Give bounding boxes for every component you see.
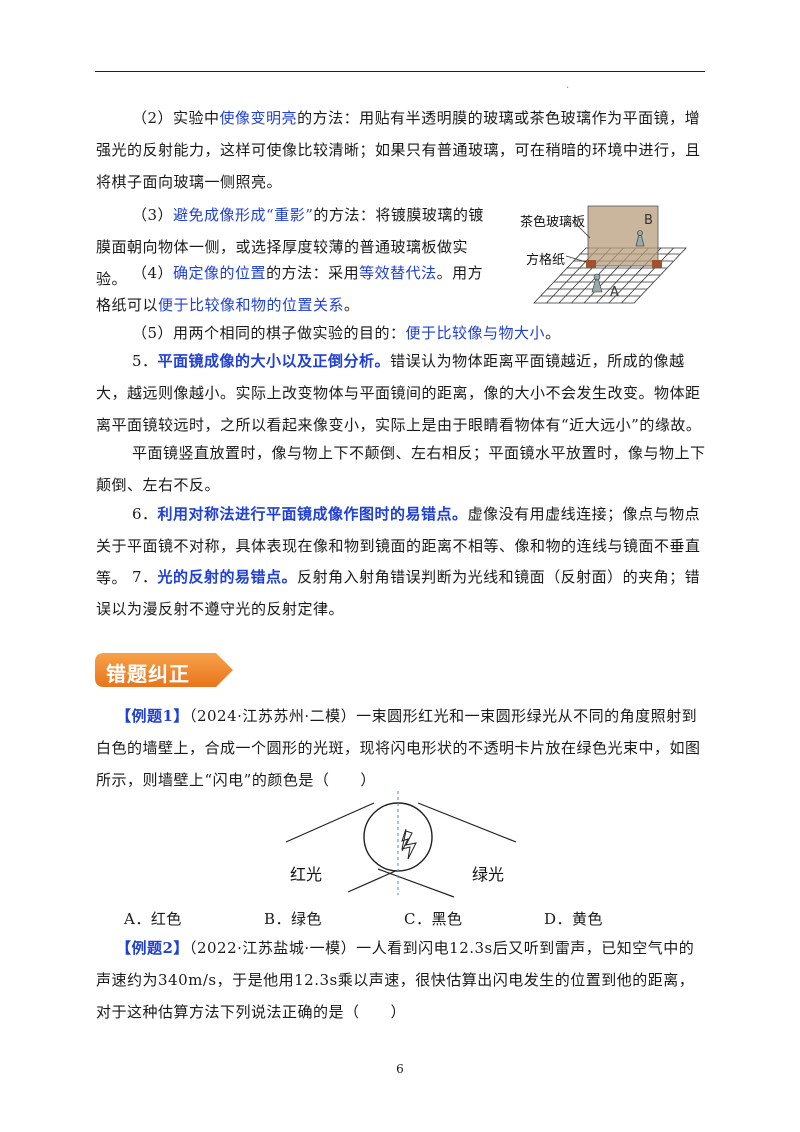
example-text: （2022·江苏盐城·一模）一人看到闪电12.3s后又听到雷声，已知空气中的声速… [96, 939, 695, 1021]
red-beam-bottom [347, 868, 401, 893]
option-c[interactable]: C．黑色 [404, 910, 463, 928]
chess-piece-a [591, 273, 603, 293]
mirror-experiment-figure: 茶色玻璃板 方格纸 B A [520, 205, 687, 304]
item-number: 6． [132, 505, 158, 523]
example-text: （2024·江苏苏州·二模）一束圆形红光和一束圆形绿光从不同的角度照射到白色的墙… [96, 707, 701, 789]
text: 的方法：用贴有半透明膜的玻璃或茶色玻璃作为平面镜，增强光的反射能力，这样可使像比… [96, 109, 701, 191]
light-spot-circle [363, 802, 433, 872]
text: 。 [545, 324, 561, 342]
label-green-light: 绿光 [472, 865, 504, 884]
pointer-line-paper [565, 255, 587, 263]
text: 的方法：将镀膜玻璃的镀膜面朝向物体一侧，或选择厚度较薄的普通玻璃板做实验。 [96, 206, 484, 288]
item-5-extra: 平面镜竖直放置时，像与物上下不颠倒、左右相反；平面镜水平放置时，像与物上下颠倒、… [96, 444, 706, 494]
red-beam-top [285, 802, 375, 843]
text: 的方法：采用 [266, 264, 360, 282]
text: 。 [344, 296, 360, 314]
lightning-shadow-icon [401, 828, 409, 852]
label-glass: 茶色玻璃板 [520, 214, 585, 230]
item-body: 虚像没有用虚线连接；像点与物点关于平面镜不对称，具体表现在像和物到镜面的距离不相… [96, 505, 701, 587]
item-heading: 平面镜成像的大小以及正倒分析。 [157, 352, 391, 370]
text: （2）实验中 [132, 109, 220, 127]
option-b[interactable]: B．绿色 [264, 910, 323, 928]
paragraph-method-locate-image: （4）确定像的位置的方法：采用等效替代法。用方格纸可以便于比较像和物的位置关系。 [96, 257, 496, 321]
text: 。用方格纸可以 [96, 264, 484, 314]
example-tag: 【例题2】 [116, 939, 189, 957]
item-heading: 利用对称法进行平面镜成像作图时的易错点。 [157, 505, 468, 523]
example-tag: 【例题1】 [116, 707, 189, 725]
item-5: 5．平面镜成像的大小以及正倒分析。错误认为物体距离平面镜越近，所成的像越大，越远… [96, 345, 706, 441]
label-paper: 方格纸 [526, 252, 565, 268]
green-beam-bottom [377, 868, 455, 898]
item-6: 6．利用对称法进行平面镜成像作图时的易错点。虚像没有用虚线连接；像点与物点关于平… [96, 498, 706, 594]
item-heading: 光的反射的易错点。 [157, 568, 298, 586]
highlight: 便于比较像与物大小 [405, 324, 546, 342]
header-mark: . [566, 80, 570, 91]
highlight: 避免成像形成“重影” [173, 206, 314, 224]
text: （4） [132, 264, 174, 282]
item-number: 5． [132, 352, 158, 370]
paragraph-method-avoid-double-image: （3）避免成像形成“重影”的方法：将镀膜玻璃的镀膜面朝向物体一侧，或选择厚度较薄… [96, 199, 496, 295]
page-number: 6 [396, 1062, 404, 1076]
chess-piece-b [635, 230, 645, 247]
highlight: 使像变明亮 [219, 109, 298, 127]
highlight: 等效替代法 [359, 264, 437, 282]
text: （3） [132, 206, 174, 224]
brown-glass-plate [586, 205, 662, 268]
label-red-light: 红光 [290, 865, 322, 884]
item-7: 7．光的反射的易错点。反射角入射角错误判断为光线和镜面（反射面）的夹角；错误以为… [96, 561, 706, 625]
highlight: 便于比较像和物的位置关系 [158, 296, 345, 314]
example-1-question: 【例题1】（2024·江苏苏州·二模）一束圆形红光和一束圆形绿光从不同的角度照射… [96, 700, 706, 796]
light-beams-figure: 红光 绿光 [285, 791, 517, 898]
item-number: 7． [132, 568, 158, 586]
highlight: 确定像的位置 [173, 264, 267, 282]
pointer-line-glass [571, 219, 591, 239]
header-rule [95, 71, 705, 72]
section-badge-shape [95, 653, 233, 687]
label-a: A [610, 285, 619, 300]
paragraph-purpose-two-pieces: （5）用两个相同的棋子做实验的目的：便于比较像与物大小。 [96, 317, 706, 349]
text: （5）用两个相同的棋子做实验的目的： [132, 324, 406, 342]
item-body: 错误认为物体距离平面镜越近，所成的像越大，越远则像越小。实际上改变物体与平面镜间… [96, 352, 702, 434]
example-2-question: 【例题2】（2022·江苏盐城·一模）一人看到闪电12.3s后又听到雷声，已知空… [96, 932, 706, 1028]
example-1-options: A．红色 B．绿色 C．黑色 D．黄色 [124, 904, 704, 934]
section-badge-title: 错题纠正 [106, 662, 190, 686]
option-a[interactable]: A．红色 [124, 910, 182, 928]
green-beam-top [417, 802, 517, 843]
label-b: B [644, 213, 653, 228]
item-body: 反射角入射角错误判断为光线和镜面（反射面）的夹角；错误以为漫反射不遵守光的反射定… [96, 568, 701, 618]
paragraph-method-brighten: （2）实验中使像变明亮的方法：用贴有半透明膜的玻璃或茶色玻璃作为平面镜，增强光的… [96, 102, 706, 198]
option-d[interactable]: D．黄色 [544, 910, 604, 928]
